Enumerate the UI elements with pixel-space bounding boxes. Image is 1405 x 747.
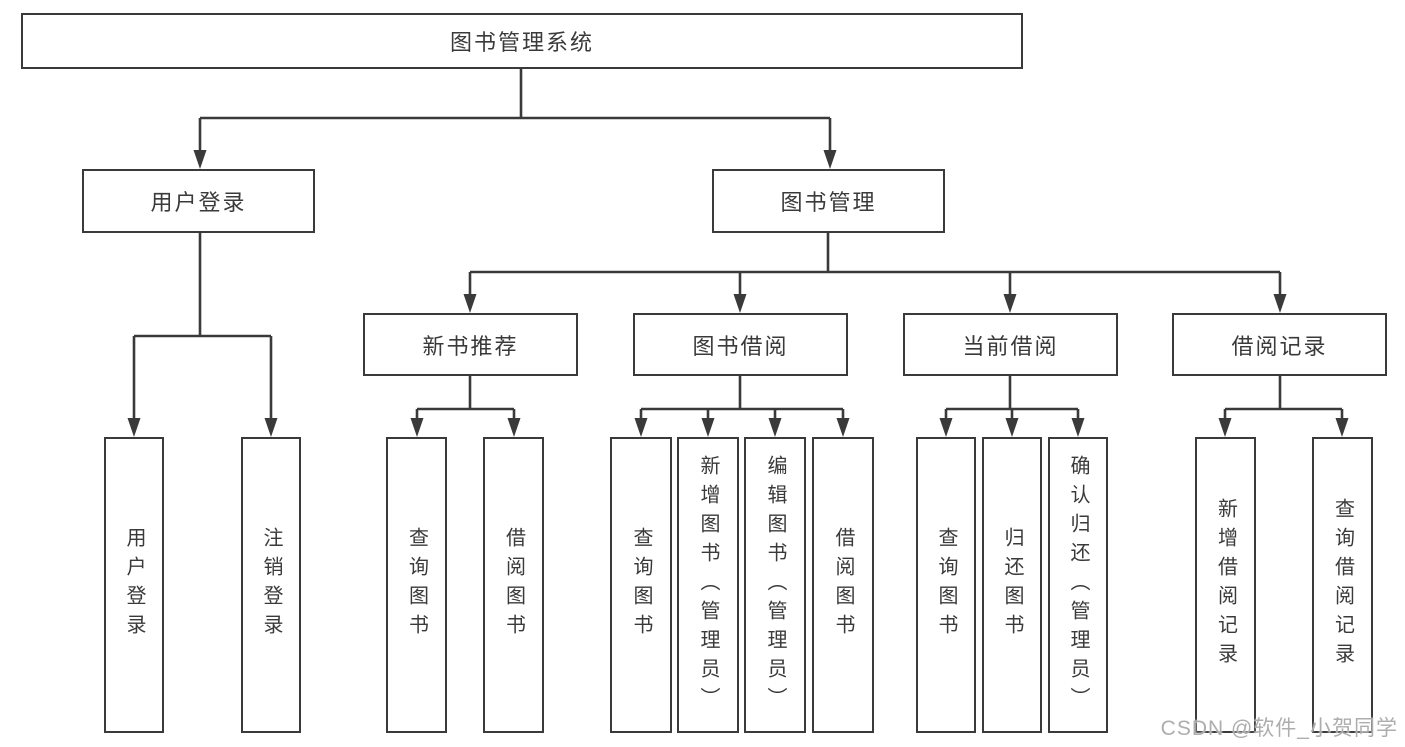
arrowhead — [701, 418, 715, 437]
arrowhead — [1003, 294, 1017, 313]
arrowhead — [836, 418, 850, 437]
leaf-borrow-edit-book-admin-label: 编辑图书（管理员） — [764, 454, 786, 716]
leaf-record-query: 查询借阅记录 — [1312, 437, 1373, 733]
leaf-borrow-edit-book-admin: 编辑图书（管理员） — [744, 437, 806, 733]
current-borrow-branch-lines — [939, 376, 1085, 437]
csdn-watermark: CSDN @软件_小贺同学 — [1160, 717, 1398, 740]
leaf-current-return-book: 归还图书 — [982, 437, 1042, 733]
leaf-newbook-query-book-label: 查询图书 — [405, 527, 428, 643]
node-book-management: 图书管理 — [712, 169, 945, 233]
leaf-record-add: 新增借阅记录 — [1195, 437, 1256, 733]
arrowhead — [634, 418, 648, 437]
leaf-borrow-borrow-book: 借阅图书 — [812, 437, 874, 733]
borrow-record-branch-lines — [1218, 376, 1349, 437]
arrowhead — [768, 418, 782, 437]
leaf-newbook-query-book: 查询图书 — [386, 437, 447, 733]
arrowhead — [823, 150, 837, 169]
leaf-logout: 注销登录 — [241, 437, 301, 733]
node-book-borrow-label: 图书借阅 — [692, 333, 789, 359]
leaf-current-confirm-return-admin: 确认归还（管理员） — [1048, 437, 1108, 733]
node-book-management-label: 图书管理 — [780, 190, 877, 215]
leaf-borrow-query-book-label: 查询图书 — [630, 527, 652, 643]
leaf-record-add-label: 新增借阅记录 — [1214, 498, 1237, 672]
arrowhead — [939, 418, 953, 437]
new-book-branch-lines — [410, 376, 521, 437]
leaf-current-query-book: 查询图书 — [916, 437, 976, 733]
node-current-borrow-label: 当前借阅 — [962, 333, 1059, 359]
node-new-book-recommend: 新书推荐 — [363, 313, 578, 376]
arrowhead — [193, 150, 207, 169]
leaf-record-query-label: 查询借阅记录 — [1331, 498, 1354, 672]
leaf-current-confirm-return-admin-label: 确认归还（管理员） — [1067, 454, 1089, 716]
book-management-branch-lines — [463, 233, 1287, 313]
node-library-system-label: 图书管理系统 — [449, 30, 594, 55]
book-borrow-branch-lines — [634, 376, 850, 437]
arrowhead — [1218, 418, 1232, 437]
leaf-newbook-borrow-book: 借阅图书 — [483, 437, 544, 733]
leaf-user-login: 用户登录 — [104, 437, 164, 733]
arrowhead — [733, 294, 747, 313]
arrowhead — [1335, 418, 1349, 437]
node-borrow-records: 借阅记录 — [1172, 313, 1387, 376]
leaf-logout-label: 注销登录 — [260, 527, 282, 643]
leaf-borrow-query-book: 查询图书 — [610, 437, 672, 733]
node-library-system: 图书管理系统 — [21, 13, 1023, 69]
leaf-borrow-borrow-book-label: 借阅图书 — [832, 527, 854, 643]
user-login-branch-lines — [127, 233, 278, 437]
arrowhead — [1005, 418, 1019, 437]
arrowhead — [1273, 294, 1287, 313]
arrowhead — [463, 294, 477, 313]
leaf-borrow-add-book-admin-label: 新增图书（管理员） — [697, 454, 719, 716]
arrowhead — [1071, 418, 1085, 437]
node-borrow-records-label: 借阅记录 — [1231, 333, 1328, 359]
node-book-borrow: 图书借阅 — [633, 313, 848, 376]
leaf-newbook-borrow-book-label: 借阅图书 — [502, 527, 525, 643]
node-user-login-label: 用户登录 — [150, 190, 247, 215]
leaf-borrow-add-book-admin: 新增图书（管理员） — [677, 437, 739, 733]
leaf-current-return-book-label: 归还图书 — [1001, 527, 1023, 643]
node-current-borrow: 当前借阅 — [903, 313, 1118, 376]
arrowhead — [264, 418, 278, 437]
leaf-user-login-label: 用户登录 — [123, 527, 145, 643]
arrowhead — [507, 418, 521, 437]
root-branch-lines — [193, 69, 837, 169]
arrowhead — [127, 418, 141, 437]
arrowhead — [410, 418, 424, 437]
node-new-book-recommend-label: 新书推荐 — [422, 333, 519, 359]
leaf-current-query-book-label: 查询图书 — [935, 527, 957, 643]
node-user-login: 用户登录 — [82, 169, 315, 233]
